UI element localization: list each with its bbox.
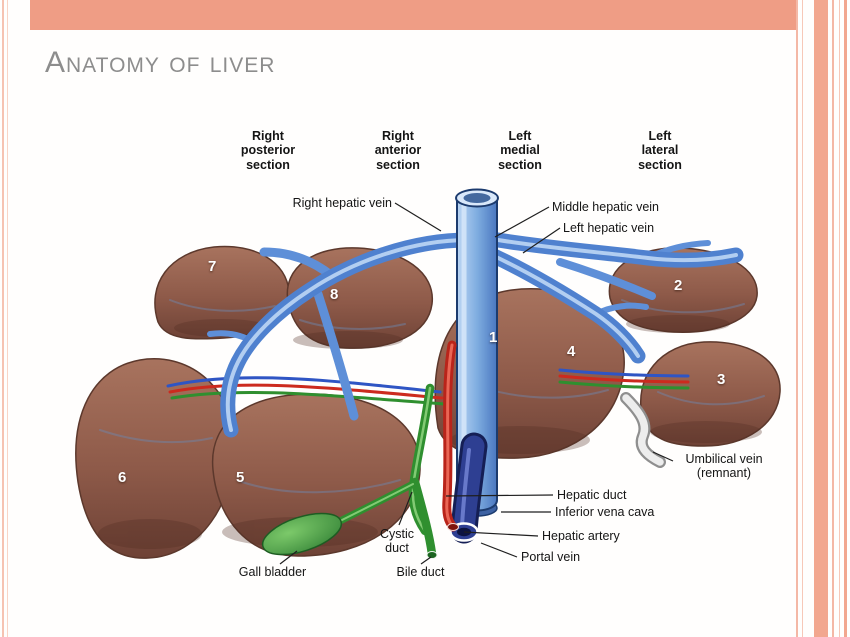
- hepatic-artery: [442, 340, 459, 532]
- label-middle-hepatic-vein: Middle hepatic vein: [552, 200, 660, 214]
- segment-number-5: 5: [236, 469, 245, 486]
- bile-ducts: [336, 383, 438, 559]
- right-stripe-1: [796, 0, 798, 637]
- pointer-cystic-duct: [398, 491, 413, 526]
- section-label-left-medial: Left medial section: [498, 129, 542, 172]
- lobe-segment-5: [211, 393, 421, 557]
- left-stripe-2: [7, 0, 8, 637]
- vein-branch: [556, 258, 656, 300]
- lobe-segment-3: [640, 341, 781, 447]
- gall-bladder: [261, 512, 343, 556]
- pointer-portal-vein: [480, 542, 518, 558]
- segment-number-3: 3: [717, 371, 726, 388]
- segment-number-7: 7: [208, 258, 217, 275]
- pointer-bile-duct: [420, 556, 432, 565]
- slide-title: Anatomy of liver: [45, 46, 276, 79]
- pointer-left-hepatic-vein: [522, 227, 561, 254]
- label-portal-vein: Portal vein: [521, 550, 581, 564]
- section-label-right-posterior: Right posterior section: [240, 129, 296, 172]
- label-left-hepatic-vein: Left hepatic vein: [563, 221, 655, 235]
- pointer-umbilical-vein: [652, 451, 674, 462]
- vein-branch: [313, 289, 359, 421]
- umbilical-vein-remnant: [620, 392, 666, 468]
- pointer-gall-bladder: [279, 550, 298, 565]
- hepatic-veins: [207, 232, 744, 438]
- label-hepatic-artery: Hepatic artery: [542, 529, 620, 543]
- surface-veins: [99, 299, 765, 494]
- label-cystic-duct: Cystic duct: [379, 527, 415, 556]
- right-stripe-2: [802, 0, 803, 637]
- label-gall-bladder: Gall bladder: [238, 565, 307, 579]
- segment-number-2: 2: [674, 277, 683, 294]
- left-stripe-1: [2, 0, 4, 637]
- portal-triad-bundles: [166, 368, 690, 406]
- segment-number-4: 4: [567, 343, 576, 360]
- section-label-right-anterior: Right anterior section: [374, 129, 422, 172]
- label-bile-duct: Bile duct: [396, 565, 445, 579]
- label-hepatic-duct: Hepatic duct: [557, 488, 627, 502]
- pointer-right-hepatic-vein: [394, 202, 442, 232]
- pointer-hepatic-duct: [445, 494, 554, 497]
- segment-number-1: 1: [489, 329, 498, 346]
- label-umbilical-vein: Umbilical vein (remnant): [685, 452, 763, 481]
- right-stripe-3: [814, 0, 828, 637]
- section-label-left-lateral: Left lateral section: [638, 129, 682, 172]
- top-accent-bar: [30, 0, 796, 30]
- label-inferior-vena-cava: Inferior vena cava: [555, 505, 655, 519]
- right-stripe-6: [844, 0, 847, 637]
- bile-duct: [410, 477, 437, 559]
- portal-vein: [449, 432, 488, 544]
- right-stripe-5: [839, 0, 840, 637]
- pointer-lines: [279, 202, 674, 565]
- pointer-middle-hepatic-vein: [494, 206, 550, 238]
- label-right-hepatic-vein: Right hepatic vein: [292, 196, 392, 210]
- segment-number-6: 6: [118, 469, 127, 486]
- pointer-hepatic-artery: [463, 531, 539, 537]
- segment-number-8: 8: [330, 286, 339, 303]
- right-stripe-4: [832, 0, 834, 637]
